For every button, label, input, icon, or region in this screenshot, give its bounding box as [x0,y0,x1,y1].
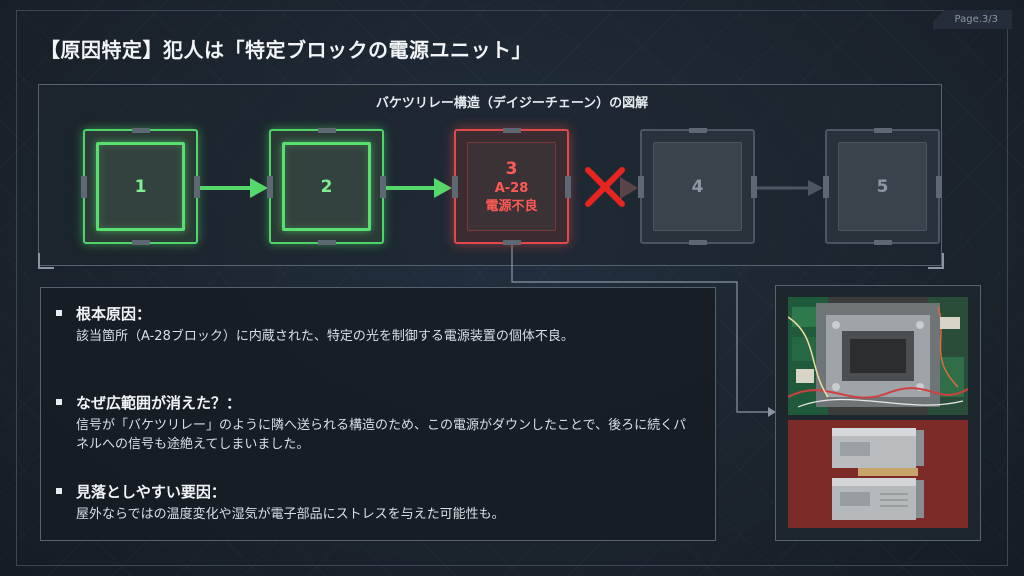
bullet-marker [56,488,62,494]
power-supply-units-illustration [788,420,968,528]
node-bracket [318,240,336,245]
node-bracket [503,128,521,133]
node-label: 4 [691,176,704,197]
node-bracket [565,176,571,198]
node-label: 5 [876,176,889,197]
corner-bracket [38,253,54,269]
bullet-heading: 見落としやすい要因： [76,483,226,501]
node-bracket [874,240,892,245]
node-bracket [267,176,273,198]
node-face: 4 [653,142,742,231]
node-bracket [638,176,644,198]
panel-interior-illustration [788,297,968,415]
node-face: 3 A-28 電源不良 [467,142,556,231]
node-bracket [689,128,707,133]
node-face: 5 [838,142,927,231]
node-face: 2 [282,142,371,231]
panel-node-3-fault: 3 A-28 電源不良 [452,128,571,245]
node-bracket [936,176,942,198]
bullet-marker [56,310,62,316]
diagram-title: バケツリレー構造（デイジーチェーン）の図解 [375,96,649,111]
corner-bracket [928,253,944,269]
node-bracket [132,240,150,245]
panel-node-1: 1 [81,128,200,245]
bullet-body: 屋外ならではの温度変化や湿気が電子部品にストレスを与えた可能性も。 [76,507,505,522]
panel-node-4: 4 [638,128,757,245]
node-label: 1 [134,176,147,197]
bullet-heading: なぜ広範囲が消えた？： [76,394,242,412]
node-bracket [81,176,87,198]
node-label: 3 [505,158,518,179]
bullet-body: 該当箇所（A-28ブロック）に内蔵された、特定の光を制御する電源装置の個体不良。 [76,329,574,344]
node-bracket [503,240,521,245]
node-block-id: A-28 [494,180,529,196]
node-bracket [823,176,829,198]
node-bracket [380,176,386,198]
node-bracket [194,176,200,198]
bullet-marker [56,399,62,405]
node-bracket [751,176,757,198]
slide-frame [16,10,1008,566]
node-bracket [318,128,336,133]
page-indicator: Page.3/3 [932,10,1012,29]
node-fault-status: 電源不良 [485,198,538,214]
photo-power-supplies [788,420,968,528]
bullet-body: 信号が「バケツリレー」のように隣へ送られる構造のため、この電源がダウンしたことで… [76,418,687,452]
node-bracket [452,176,458,198]
photo-panel-interior [788,297,968,415]
node-label: 2 [320,176,333,197]
node-bracket [874,128,892,133]
panel-node-2: 2 [267,128,386,245]
slide-title: 【原因特定】犯人は「特定ブロックの電源ユニット」 [40,38,532,62]
explanation-panel [40,287,716,541]
node-bracket [689,240,707,245]
bullet-heading: 根本原因： [76,305,152,323]
node-bracket [132,128,150,133]
panel-node-5: 5 [823,128,942,245]
node-face: 1 [96,142,185,231]
